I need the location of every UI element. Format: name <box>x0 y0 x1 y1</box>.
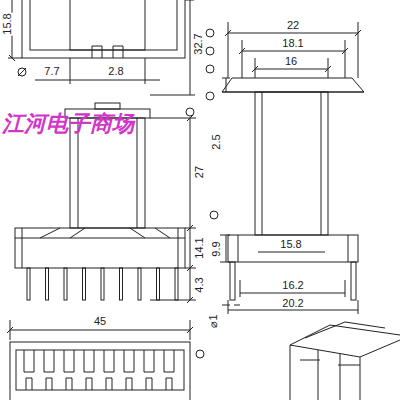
pin <box>27 268 30 300</box>
slot <box>144 350 154 390</box>
dimension-label: 2.8 <box>107 65 124 77</box>
side-view <box>206 22 364 314</box>
dimension-label: 20.2 <box>281 297 304 309</box>
pin <box>120 268 123 300</box>
dimension-label: 22 <box>286 19 300 31</box>
pin <box>157 268 160 300</box>
dimension-label: 9.9 <box>210 240 222 257</box>
pin <box>138 268 141 300</box>
slot <box>24 350 34 390</box>
pin <box>101 268 104 300</box>
perspective-view <box>290 322 400 400</box>
dimension-label: ⌀1 <box>207 313 219 328</box>
top-view <box>8 0 195 95</box>
dimension-label: 7.7 <box>43 65 60 77</box>
pin <box>46 268 49 300</box>
dimension-label: 45 <box>93 315 107 327</box>
slot <box>124 350 134 390</box>
pin <box>175 268 178 300</box>
pin-row <box>27 268 178 300</box>
dimension-label: 2.5 <box>210 133 222 150</box>
dimension-label: 16 <box>284 55 298 67</box>
dimension-label: 16.2 <box>281 279 304 291</box>
slot <box>64 350 74 390</box>
slot <box>104 350 114 390</box>
dimension-label: 15.8 <box>1 12 13 35</box>
dimension-label: 15.8 <box>279 238 302 250</box>
pin <box>83 268 86 300</box>
pin <box>64 268 67 300</box>
dimension-label: 18.1 <box>281 37 304 49</box>
dimension-label: 32.7 <box>192 32 204 55</box>
dimension-label: 4.3 <box>193 276 205 293</box>
slot <box>44 350 54 390</box>
slot-row <box>24 350 174 390</box>
dimension-label: 14.1 <box>193 236 205 259</box>
dimension-label: 27 <box>193 165 205 179</box>
bottom-view <box>7 320 204 400</box>
watermark: 江河电子商场 <box>1 111 135 137</box>
slot <box>84 350 94 390</box>
slot <box>164 350 174 390</box>
